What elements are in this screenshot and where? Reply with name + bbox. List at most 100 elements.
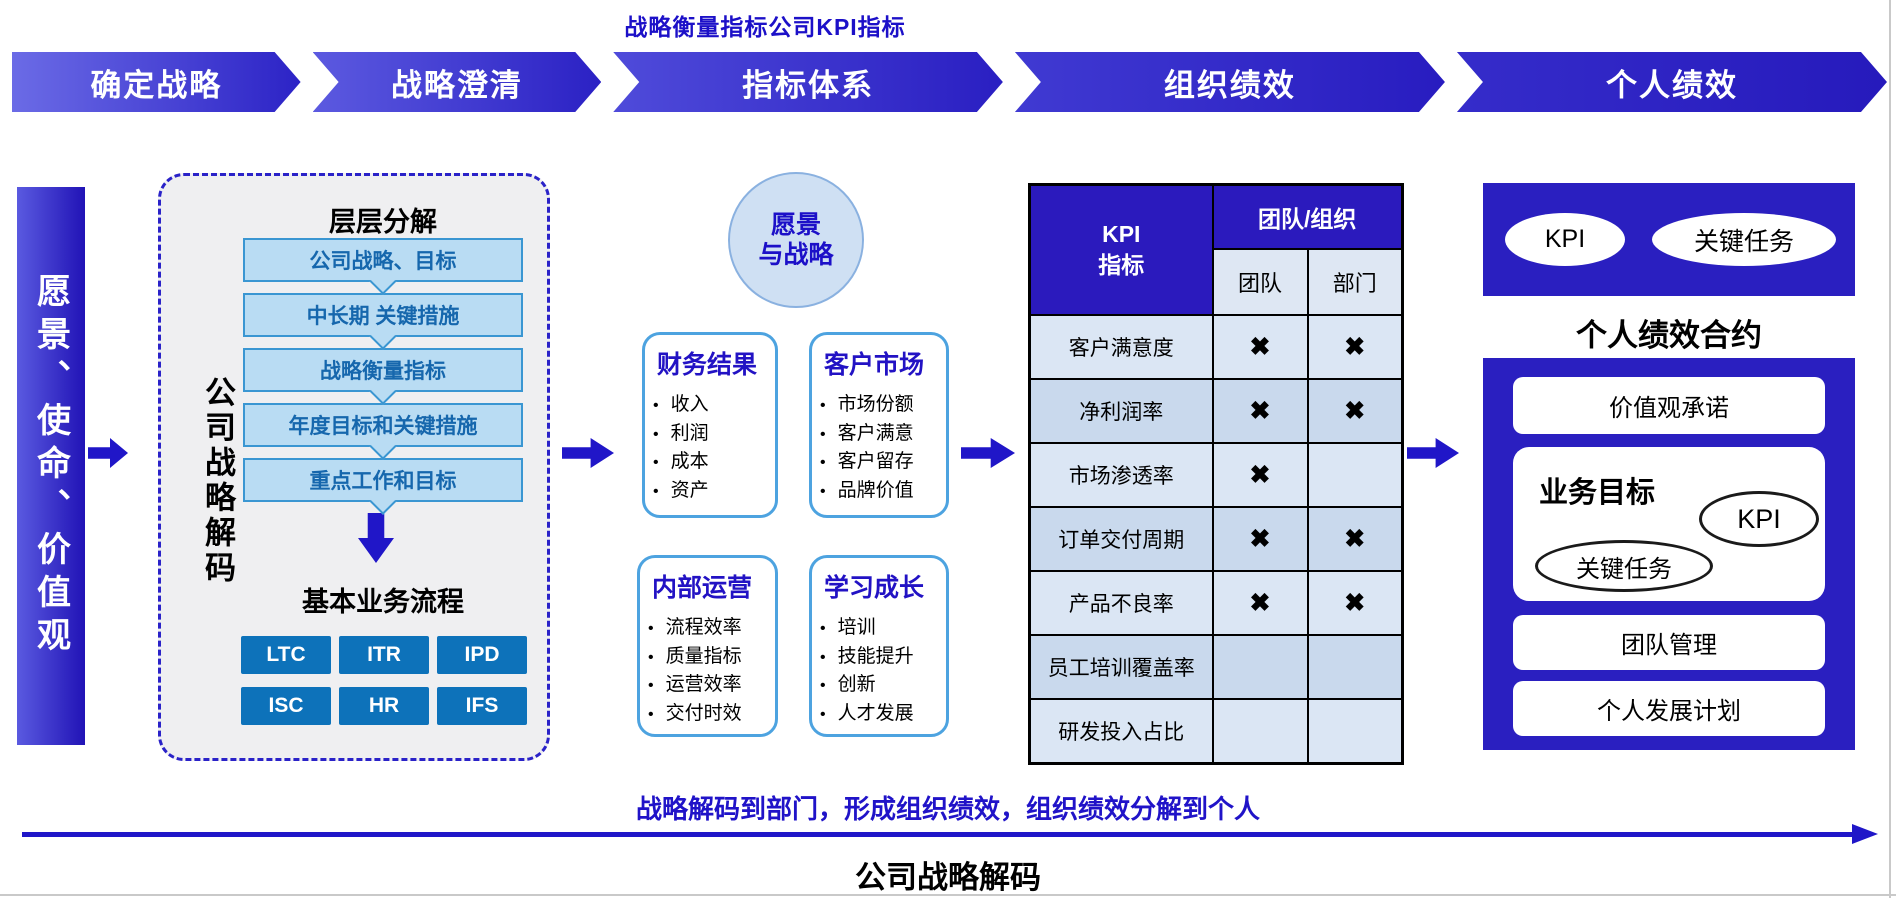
bsc-quadrant-customer: 客户市场 市场份额 客户满意 客户留存 品牌价值 [809,332,949,518]
development-plan-box: 个人发展计划 [1513,681,1825,736]
cascade-item: 年度目标和关键措施 [243,403,523,447]
cascade-item: 战略衡量指标 [243,348,523,392]
stage-label: 指标体系 [742,67,875,103]
quadrant-item: 培训 [812,614,946,643]
dept-mark-cell: ✖ [1306,570,1404,636]
dept-mark-cell [1306,634,1404,700]
slide-bottom-edge [0,894,1896,896]
stage-arrow-define-strategy: 确定战略 [12,52,301,112]
kpi-row-label: 研发投入占比 [1028,698,1214,764]
stage-label: 个人绩效 [1605,67,1738,103]
cascade-item-label: 重点工作和目标 [309,470,457,493]
process-chip-isc: ISC [241,687,331,725]
team-mark-cell: ✖ [1211,378,1309,444]
stage-banner: 确定战略 战略澄清 指标体系 组织绩效 个人绩效 [12,52,1887,112]
quadrant-title: 学习成长 [824,574,925,602]
flow-arrow-icon [562,438,614,468]
page-title: 战略衡量指标公司KPI指标 [624,14,906,40]
team-mark-cell [1211,698,1309,764]
quadrant-item: 收入 [645,391,775,420]
vision-circle-line1: 愿景 [770,211,821,239]
quadrant-item: 成本 [645,448,775,477]
cascade-item-label: 年度目标和关键措施 [288,415,478,438]
vision-mission-values-label: 愿景、使命、价值观 [31,272,70,660]
dept-mark-cell: ✖ [1306,314,1404,380]
stage-arrow-personal-performance: 个人绩效 [1457,52,1887,112]
table-row: 员工培训覆盖率 [1028,634,1404,700]
key-task-ellipse: 关键任务 [1652,213,1836,266]
business-kpi-ellipse: KPI [1699,491,1819,547]
quadrant-title: 内部运营 [652,574,753,602]
team-mark-cell: ✖ [1211,506,1309,572]
team-mark-cell [1211,634,1309,700]
personal-contract-box: 价值观承诺 业务目标 KPI 关键任务 团队管理 个人发展计划 [1483,358,1855,750]
kpi-header-cell: KPI 指标 [1028,183,1214,316]
table-row: 产品不良率 ✖ ✖ [1028,570,1404,636]
kpi-ellipse: KPI [1505,213,1625,266]
kpi-row-label: 净利润率 [1028,378,1214,444]
bsc-quadrant-internal-ops: 内部运营 流程效率 质量指标 运营效率 交付时效 [637,555,778,737]
kpi-row-label: 产品不良率 [1028,570,1214,636]
dept-mark-cell [1306,442,1404,508]
business-goal-box: 业务目标 KPI 关键任务 [1513,447,1825,601]
stage-arrow-strategy-clarify: 战略澄清 [313,52,602,112]
cascade-item: 公司战略、目标 [243,238,523,282]
dept-mark-cell: ✖ [1306,378,1404,444]
stage-label: 组织绩效 [1163,67,1296,103]
stage-label: 确定战略 [90,67,223,103]
bsc-quadrant-learning-growth: 学习成长 培训 技能提升 创新 人才发展 [809,555,949,737]
bottom-long-arrow [22,824,1878,844]
slide-right-edge [1889,0,1891,898]
team-mark-cell: ✖ [1211,314,1309,380]
cascade-title: 层层分解 [329,207,437,237]
flow-arrow-icon [1407,438,1459,468]
flow-arrow-icon [88,438,128,468]
stage-arrow-org-performance: 组织绩效 [1015,52,1445,112]
cascade-item-label: 中长期 关键措施 [306,305,460,328]
team-org-header-cell: 团队/组织 [1211,183,1404,250]
quadrant-item: 技能提升 [812,643,946,672]
quadrant-item: 人才发展 [812,700,946,729]
personal-top-banner: KPI 关键任务 [1483,183,1855,296]
kpi-row-label: 员工培训覆盖率 [1028,634,1214,700]
table-row: 客户满意度 ✖ ✖ [1028,314,1404,380]
vision-circle-line2: 与战略 [758,241,834,269]
arrow-line [22,832,1854,837]
quadrant-item: 创新 [812,671,946,700]
cascade-item: 中长期 关键措施 [243,293,523,337]
values-commitment-box: 价值观承诺 [1513,377,1825,434]
kpi-row-label: 市场渗透率 [1028,442,1214,508]
quadrant-item: 质量指标 [640,643,775,672]
kpi-header-line2: 指标 [1098,252,1145,278]
vision-strategy-circle: 愿景 与战略 [728,172,864,308]
kpi-row-label: 客户满意度 [1028,314,1214,380]
process-chip-itr: ITR [339,636,429,674]
cascade-item-label: 战略衡量指标 [320,360,446,383]
process-grid: LTC ITR IPD ISC HR IFS [241,636,527,725]
table-row: 市场渗透率 ✖ [1028,442,1404,508]
quadrant-item: 市场份额 [812,391,946,420]
quadrant-item: 品牌价值 [812,477,946,506]
quadrant-item: 利润 [645,420,775,449]
process-title: 基本业务流程 [302,587,464,617]
process-chip-hr: HR [339,687,429,725]
quadrant-item: 资产 [645,477,775,506]
kpi-header-line1: KPI [1102,220,1141,247]
kpi-table: KPI 指标 团队/组织 团队 部门 客户满意度 ✖ ✖ 净利润率 ✖ ✖ [1028,183,1404,765]
process-chip-ipd: IPD [437,636,527,674]
down-arrow-icon [358,513,394,563]
table-row: 订单交付周期 ✖ ✖ [1028,506,1404,572]
kpi-row-label: 订单交付周期 [1028,506,1214,572]
table-row: 研发投入占比 [1028,698,1404,764]
business-goal-title: 业务目标 [1539,477,1656,509]
footer-note: 战略解码到部门，形成组织绩效，组织绩效分解到个人 [635,794,1260,824]
decode-side-label: 公司战略解码 [200,376,235,586]
quadrant-title: 财务结果 [657,351,758,379]
cascade-list: 公司战略、目标 中长期 关键措施 战略衡量指标 年度目标和关键措施 重点工作和目… [243,238,523,513]
dept-mark-cell: ✖ [1306,506,1404,572]
bsc-quadrant-finance: 财务结果 收入 利润 成本 资产 [642,332,778,518]
strategy-decode-panel: 层层分解 公司战略解码 公司战略、目标 中长期 关键措施 战略衡量指标 年度目标… [158,173,550,761]
team-subheader-cell: 团队 [1211,248,1309,316]
vision-mission-values-bar: 愿景、使命、价值观 [17,187,85,745]
quadrant-item: 客户留存 [812,448,946,477]
